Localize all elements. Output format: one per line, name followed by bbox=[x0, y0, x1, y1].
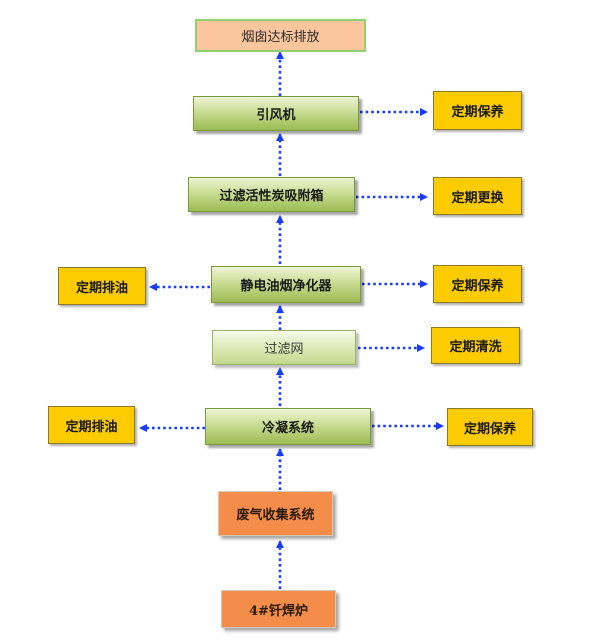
carbon-label: 过滤活性炭吸附箱 bbox=[219, 189, 324, 204]
collection-box: 废气收集系统 bbox=[218, 491, 333, 536]
fan-maint-label: 定期保养 bbox=[451, 105, 504, 120]
furnace-box: 4#钎焊炉 bbox=[221, 590, 336, 628]
condense-drain-label: 定期排油 bbox=[65, 419, 118, 435]
filter-net-label: 过滤网 bbox=[264, 342, 304, 357]
condense-drain-box: 定期排油 bbox=[48, 406, 135, 444]
filter-clean-box: 定期清洗 bbox=[431, 327, 520, 364]
emission-label: 烟囱达标排放 bbox=[241, 30, 320, 45]
esp-maint-label: 定期保养 bbox=[451, 278, 504, 294]
filter-net-box: 过滤网 bbox=[212, 330, 356, 365]
fan-maint-box: 定期保养 bbox=[433, 91, 522, 130]
carbon-box: 过滤活性炭吸附箱 bbox=[188, 177, 355, 212]
esp-drain-label: 定期排油 bbox=[75, 280, 128, 296]
condense-maint-label: 定期保养 bbox=[463, 421, 516, 437]
carbon-replace-box: 定期更换 bbox=[433, 177, 522, 215]
filter-clean-label: 定期清洗 bbox=[449, 340, 502, 355]
fan-box: 引风机 bbox=[193, 96, 359, 131]
esp-maint-box: 定期保养 bbox=[433, 265, 522, 303]
condense-label: 冷凝系统 bbox=[261, 421, 314, 436]
condense-maint-box: 定期保养 bbox=[447, 408, 533, 446]
esp-box: 静电油烟净化器 bbox=[211, 266, 361, 303]
carbon-replace-label: 定期更换 bbox=[451, 190, 504, 206]
collection-label: 废气收集系统 bbox=[236, 508, 315, 523]
fan-label: 引风机 bbox=[256, 108, 296, 123]
esp-label: 静电油烟净化器 bbox=[240, 279, 332, 294]
emission-box: 烟囱达标排放 bbox=[195, 19, 366, 52]
furnace-label: 4#钎焊炉 bbox=[249, 603, 308, 619]
esp-drain-box: 定期排油 bbox=[58, 267, 146, 305]
condense-box: 冷凝系统 bbox=[205, 408, 371, 445]
